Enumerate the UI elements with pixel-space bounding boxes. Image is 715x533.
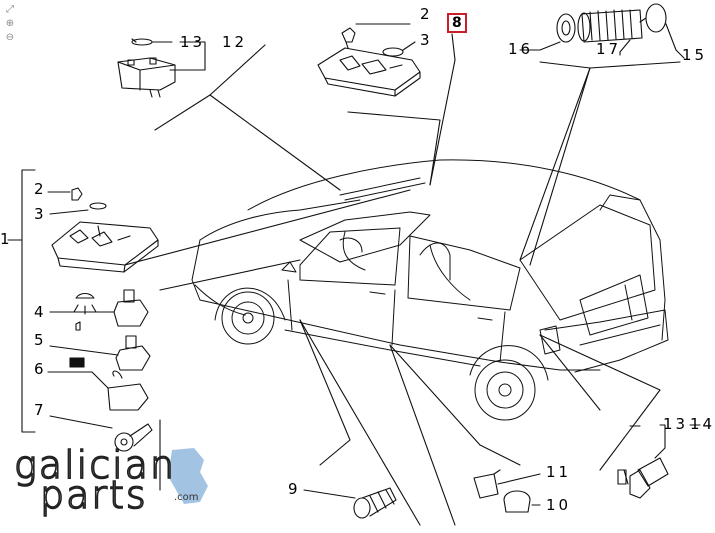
part-4-switch [49,289,149,327]
zoom-out-icon[interactable]: ⊖ [5,32,15,43]
label-8-highlighted[interactable]: 8 [447,13,467,33]
map-accent-shape [168,448,208,504]
part-11-connector [473,469,541,499]
part-10-cap [503,490,541,513]
part-9-bellows [303,487,397,519]
label-13-bottom: 13 [663,415,689,433]
part-5-switch [49,321,151,371]
part-1-lamp-housing [51,221,159,273]
watermark-logo: galician parts .com [13,443,214,517]
label-12: 12 [222,33,248,51]
label-2-top: 2 [420,5,433,23]
label-2-left: 2 [34,180,47,198]
label-10: 10 [546,496,572,514]
label-3-top: 3 [420,31,433,49]
label-7: 7 [34,401,47,419]
part-13-14-switch [617,424,701,499]
part-8-interior-lamp [317,23,421,97]
parts-15-16-17-grommets [519,3,685,59]
label-5: 5 [34,331,47,349]
label-17: 17 [596,40,622,58]
car-outline [191,159,669,421]
label-9: 9 [288,480,301,498]
label-13-top: 13 [180,33,206,51]
logo-line-1: galician [13,443,177,487]
zoom-toolbar: ⤢ ⊕ ⊖ [4,4,18,46]
label-16: 16 [508,40,534,58]
part-6-switch [47,357,149,411]
left-bulb-and-lens [47,187,107,215]
label-1: 1 [0,230,13,248]
fit-icon[interactable]: ⤢ [6,4,14,15]
logo-line-2: parts [39,473,148,517]
part-7-key [49,415,153,452]
leader-lines [7,33,681,526]
zoom-in-icon[interactable]: ⊕ [5,18,15,29]
label-15: 15 [682,46,708,64]
label-4: 4 [34,303,47,321]
label-11: 11 [546,463,572,481]
part-12-relay-block [117,38,206,98]
label-6: 6 [34,360,47,378]
label-14: 14 [690,415,715,433]
logo-domain: .com [174,492,199,503]
label-3-left: 3 [34,205,47,223]
